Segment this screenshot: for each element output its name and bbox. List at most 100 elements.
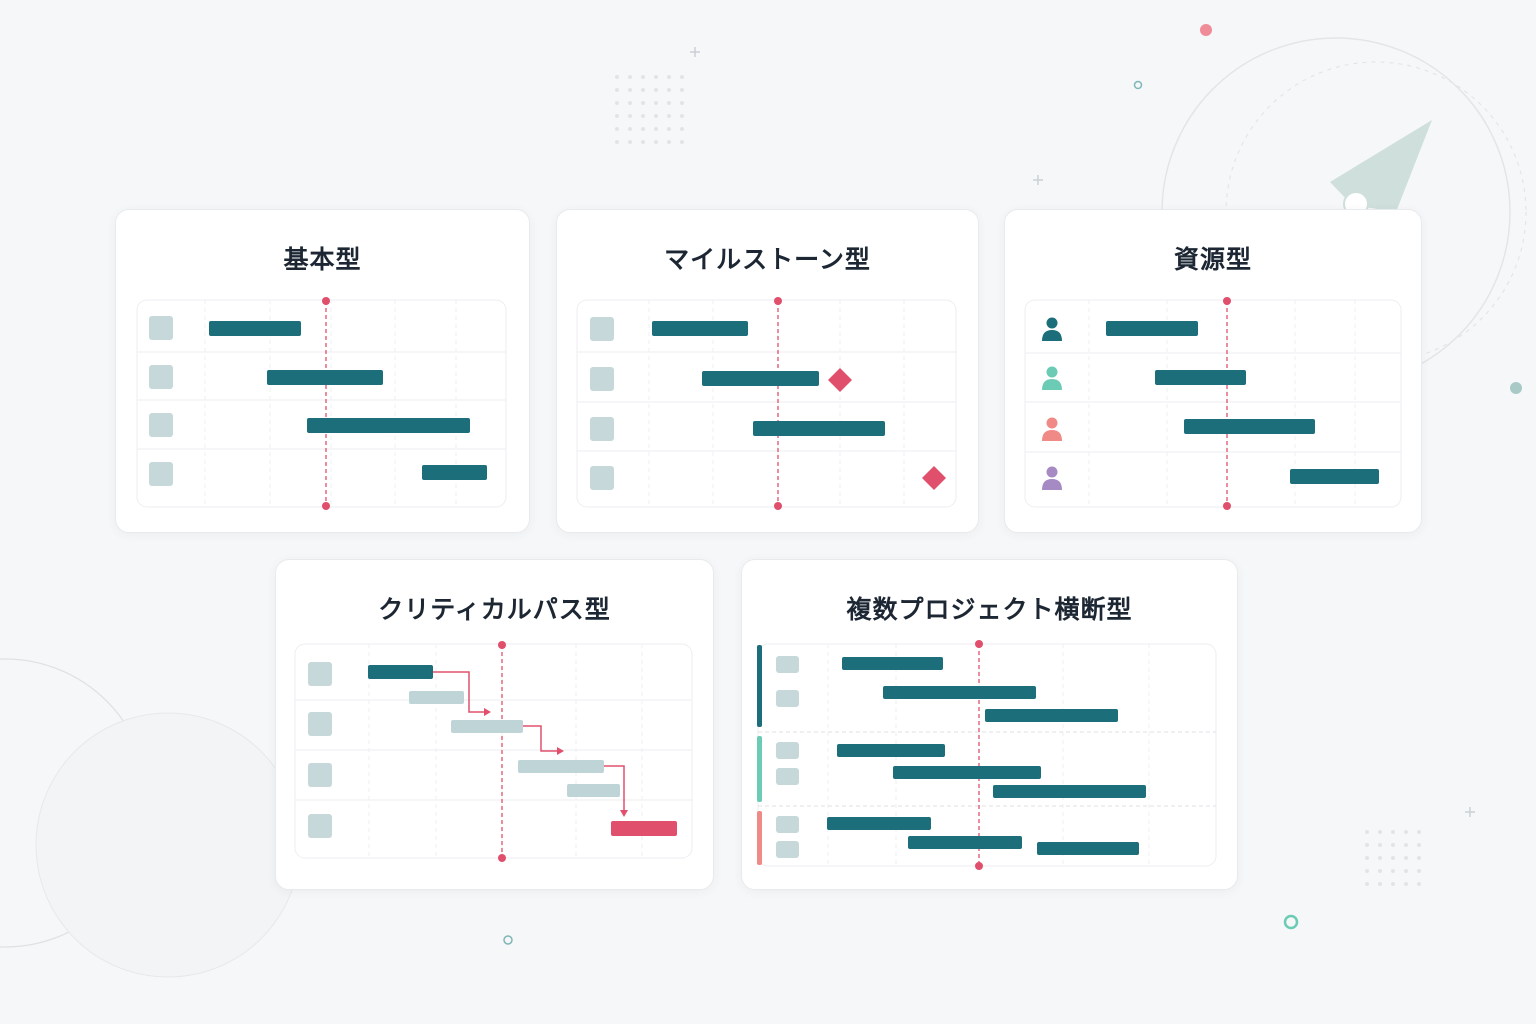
decor-dot (1365, 843, 1369, 847)
row-label-placeholder (776, 742, 799, 759)
decor-ring-left-2 (35, 712, 301, 978)
card-title-resource: 資源型 (1173, 245, 1252, 274)
dependency-arrow-head (557, 747, 564, 755)
decor-dot (1391, 869, 1395, 873)
decor-dot (1378, 856, 1382, 860)
decor-dot (680, 101, 684, 105)
decor-dot (1378, 869, 1382, 873)
decor-dot (1417, 830, 1421, 834)
row-label-placeholder (590, 367, 614, 391)
task-bar-light (567, 784, 620, 797)
decor-dot (667, 88, 671, 92)
card-basic-gantt: 基本型 (115, 209, 530, 533)
person-icon-body (1042, 479, 1062, 490)
row-label-placeholder (590, 317, 614, 341)
milestone-diamond-icon (922, 466, 946, 490)
decor-dot (667, 114, 671, 118)
multi-project-gantt-chart (757, 640, 1217, 870)
decor-dot (667, 101, 671, 105)
decor-dot (1391, 830, 1395, 834)
milestone-diamond-icon (828, 368, 852, 392)
decor-dot (667, 140, 671, 144)
project-group-accent-2 (757, 736, 762, 802)
basic-gantt-chart (136, 297, 507, 510)
dependency-arrow-head (620, 810, 628, 817)
decor-dot (667, 127, 671, 131)
decor-dot (641, 75, 645, 79)
row-label-placeholder (776, 690, 799, 707)
today-marker-top (498, 641, 506, 649)
decor-dot (615, 75, 619, 79)
row-label-placeholder (776, 816, 799, 833)
decor-ring-teal (1283, 914, 1299, 930)
decor-dot (1404, 856, 1408, 860)
resource-gantt-chart (1024, 297, 1402, 510)
today-marker-bottom (975, 862, 983, 870)
task-bar (1184, 419, 1315, 434)
task-bar (993, 785, 1146, 798)
card-title-critical: クリティカルパス型 (378, 595, 611, 624)
decor-dot (654, 127, 658, 131)
card-milestone-gantt: マイルストーン型 (556, 209, 979, 533)
decor-dot (1378, 882, 1382, 886)
decor-dot (680, 75, 684, 79)
row-label-placeholder (308, 763, 332, 787)
decor-dot (1417, 882, 1421, 886)
today-marker-top (1223, 297, 1231, 305)
today-marker-top (975, 640, 983, 648)
decor-dot (615, 88, 619, 92)
decor-dot (1417, 869, 1421, 873)
decor-dot (628, 75, 632, 79)
chart-frame (1024, 299, 1402, 508)
dependency-arrow-icon (433, 671, 484, 713)
decor-dot (680, 140, 684, 144)
task-bar (1037, 842, 1139, 855)
today-marker-bottom (498, 854, 506, 862)
decor-dot (641, 101, 645, 105)
dependency-arrow-icon (604, 765, 625, 810)
row-label-placeholder (149, 316, 173, 340)
paper-plane-icon (1330, 120, 1432, 212)
row-label-placeholder (308, 814, 332, 838)
person-icon (1042, 417, 1062, 441)
card-critical-path-gantt: クリティカルパス型 (275, 559, 714, 890)
decor-dot (628, 88, 632, 92)
person-icon (1042, 366, 1062, 390)
decor-dot (654, 75, 658, 79)
chart-frame (757, 643, 1217, 867)
chart-frame (294, 643, 693, 859)
milestone-gantt-chart (576, 297, 957, 510)
today-marker-top (774, 297, 782, 305)
decor-dot (1365, 869, 1369, 873)
row-label-placeholder (308, 712, 332, 736)
row-label-placeholder (149, 413, 173, 437)
dependency-arrow-icon (523, 725, 557, 752)
decor-dot (1417, 843, 1421, 847)
decor-ring-small (1133, 80, 1143, 90)
decor-dot (654, 88, 658, 92)
person-icon-head (1046, 466, 1058, 478)
decor-dot (654, 101, 658, 105)
card-title-basic: 基本型 (283, 245, 362, 274)
row-label-placeholder (776, 841, 799, 858)
today-marker-bottom (322, 502, 330, 510)
decor-dot (680, 127, 684, 131)
decor-dot (1378, 843, 1382, 847)
task-bar (753, 421, 885, 436)
person-icon-body (1042, 379, 1062, 390)
decor-plus-signs (690, 47, 1475, 817)
today-marker-bottom (1223, 502, 1231, 510)
decor-dot (1404, 882, 1408, 886)
decor-dot-teal (1510, 382, 1522, 394)
dependency-arrow-head (484, 708, 491, 716)
decor-dot (628, 101, 632, 105)
row-label-placeholder (149, 462, 173, 486)
person-icon-body (1042, 430, 1062, 441)
task-bar (842, 657, 943, 670)
today-marker-top (322, 297, 330, 305)
decor-dot (1417, 856, 1421, 860)
task-bar (837, 744, 945, 757)
row-label-placeholder (776, 656, 799, 673)
decor-dot (1378, 830, 1382, 834)
task-bar (209, 321, 301, 336)
